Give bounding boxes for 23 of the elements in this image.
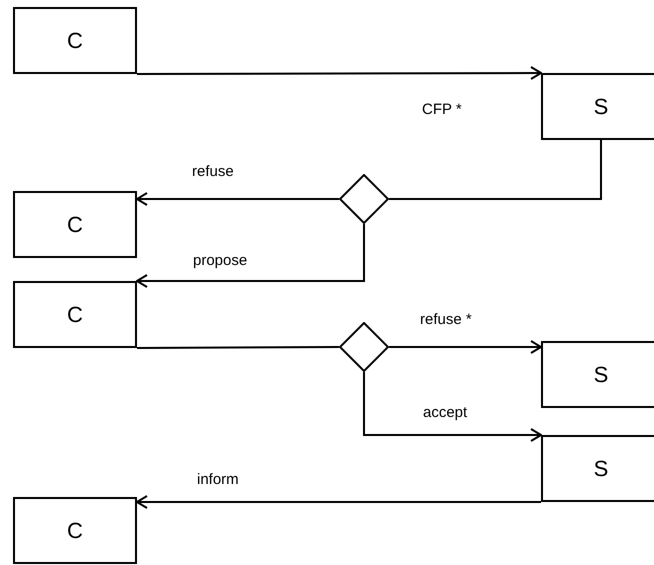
arrow — [136, 495, 541, 509]
process-box — [541, 73, 654, 140]
arrow — [136, 224, 365, 288]
arrow — [389, 340, 542, 354]
decision-diamond — [339, 174, 389, 224]
edge-label: accept — [421, 404, 470, 422]
process-box — [13, 7, 137, 74]
process-box — [13, 497, 137, 564]
node-label: C — [67, 302, 83, 328]
arrow — [136, 192, 339, 206]
decision-diamond — [339, 322, 389, 372]
process-box — [541, 341, 654, 408]
node-label: S — [594, 94, 608, 120]
arrow — [137, 66, 542, 80]
process-box — [13, 281, 137, 348]
node-label: C — [67, 212, 83, 238]
node-label: C — [67, 518, 83, 544]
node-label: S — [594, 456, 608, 482]
arrow — [363, 372, 542, 442]
node-label: C — [67, 28, 83, 54]
process-box — [541, 435, 654, 502]
process-box — [13, 191, 137, 258]
node-label: S — [594, 362, 608, 388]
